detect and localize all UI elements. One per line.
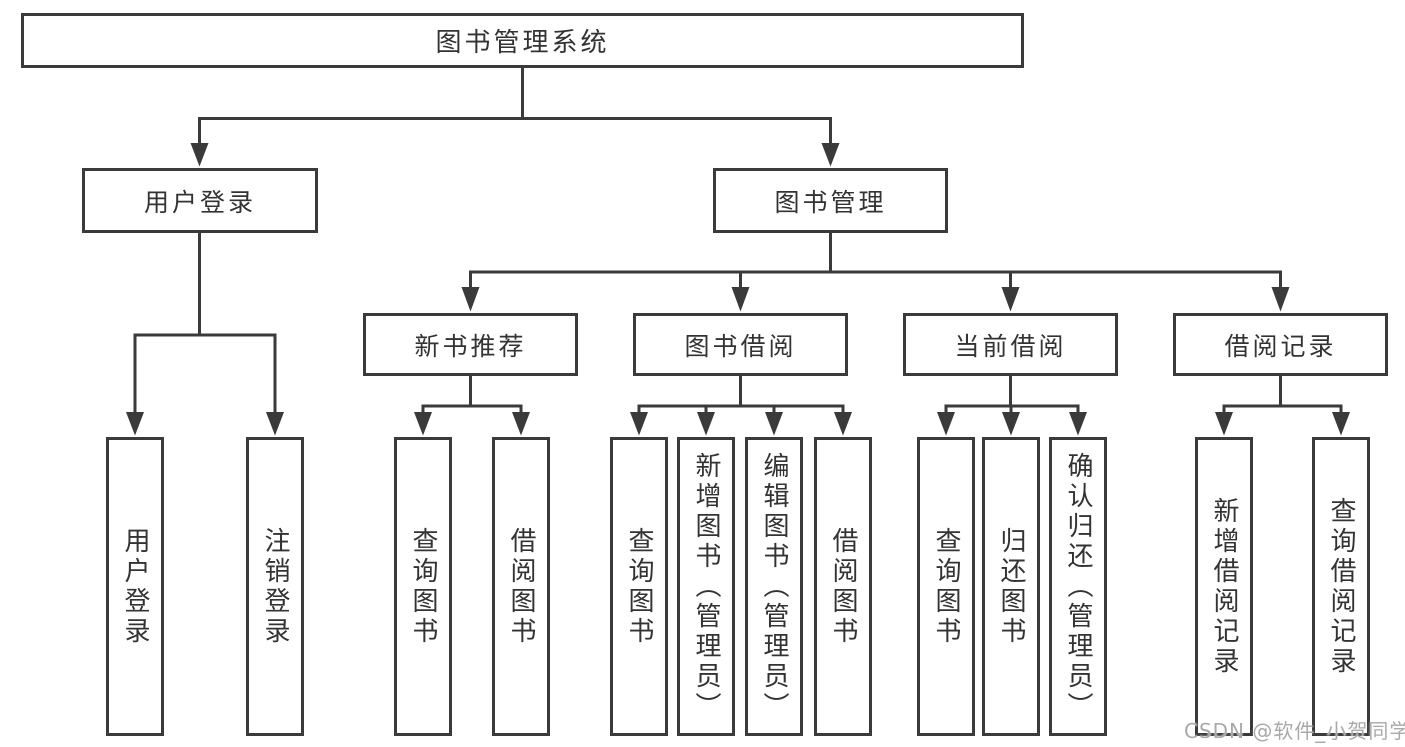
node-leaf-current-confirm-return-admin: 确认归还（管理员） <box>1049 437 1107 736</box>
csdn-watermark: CSDN @软件_小贺同学 <box>1184 719 1405 743</box>
node-label: 注销登录 <box>260 526 290 647</box>
node-leaf-borrow-borrow-books: 借阅图书 <box>814 437 872 736</box>
connector-user-login-branch <box>126 233 284 436</box>
node-label: 借阅图书 <box>506 526 536 647</box>
node-library-management-system: 图书管理系统 <box>21 13 1024 68</box>
node-label: 新书推荐 <box>414 331 527 361</box>
node-borrow-records: 借阅记录 <box>1173 313 1388 376</box>
node-label: 图书借阅 <box>684 331 797 361</box>
connector-root-to-level2 <box>190 68 840 167</box>
node-leaf-logout: 注销登录 <box>246 437 304 736</box>
node-current-borrow: 当前借阅 <box>903 313 1118 376</box>
connector-book-management-branch <box>461 233 1290 312</box>
node-book-management: 图书管理 <box>713 168 948 233</box>
node-label: 新增图书（管理员） <box>691 451 721 722</box>
node-label: 用户登录 <box>120 526 150 647</box>
node-label: 查询图书 <box>931 526 961 647</box>
node-label: 借阅图书 <box>828 526 858 647</box>
node-label: 借阅记录 <box>1224 331 1337 361</box>
connector-current-borrow-branch <box>937 376 1087 436</box>
node-leaf-records-search-record: 查询借阅记录 <box>1312 437 1370 736</box>
node-label: 图书管理 <box>774 187 887 217</box>
node-leaf-recommend-search-books: 查询图书 <box>394 437 452 736</box>
connector-book-borrow-branch <box>630 376 852 436</box>
node-label: 查询图书 <box>624 526 654 647</box>
node-label: 图书管理系统 <box>435 28 610 58</box>
node-label: 查询借阅记录 <box>1326 496 1356 677</box>
node-leaf-records-add-record: 新增借阅记录 <box>1195 437 1253 736</box>
node-leaf-user-login: 用户登录 <box>106 437 164 736</box>
node-leaf-recommend-borrow-books: 借阅图书 <box>492 437 550 736</box>
node-label: 归还图书 <box>996 526 1026 647</box>
connector-new-book-recommend-branch <box>414 376 530 436</box>
node-leaf-borrow-edit-books-admin: 编辑图书（管理员） <box>745 437 803 736</box>
node-new-book-recommend: 新书推荐 <box>363 313 578 376</box>
connector-borrow-records-branch <box>1215 376 1350 436</box>
node-label: 当前借阅 <box>954 331 1067 361</box>
node-label: 查询图书 <box>408 526 438 647</box>
node-leaf-current-return-books: 归还图书 <box>982 437 1040 736</box>
node-leaf-current-search-books: 查询图书 <box>917 437 975 736</box>
node-label: 用户登录 <box>143 187 256 217</box>
node-label: 确认归还（管理员） <box>1063 451 1093 722</box>
node-book-borrow: 图书借阅 <box>633 313 848 376</box>
node-label: 编辑图书（管理员） <box>759 451 789 722</box>
node-leaf-borrow-search-books: 查询图书 <box>610 437 668 736</box>
node-user-login: 用户登录 <box>82 168 318 233</box>
node-label: 新增借阅记录 <box>1209 496 1239 677</box>
node-leaf-borrow-add-books-admin: 新增图书（管理员） <box>677 437 735 736</box>
